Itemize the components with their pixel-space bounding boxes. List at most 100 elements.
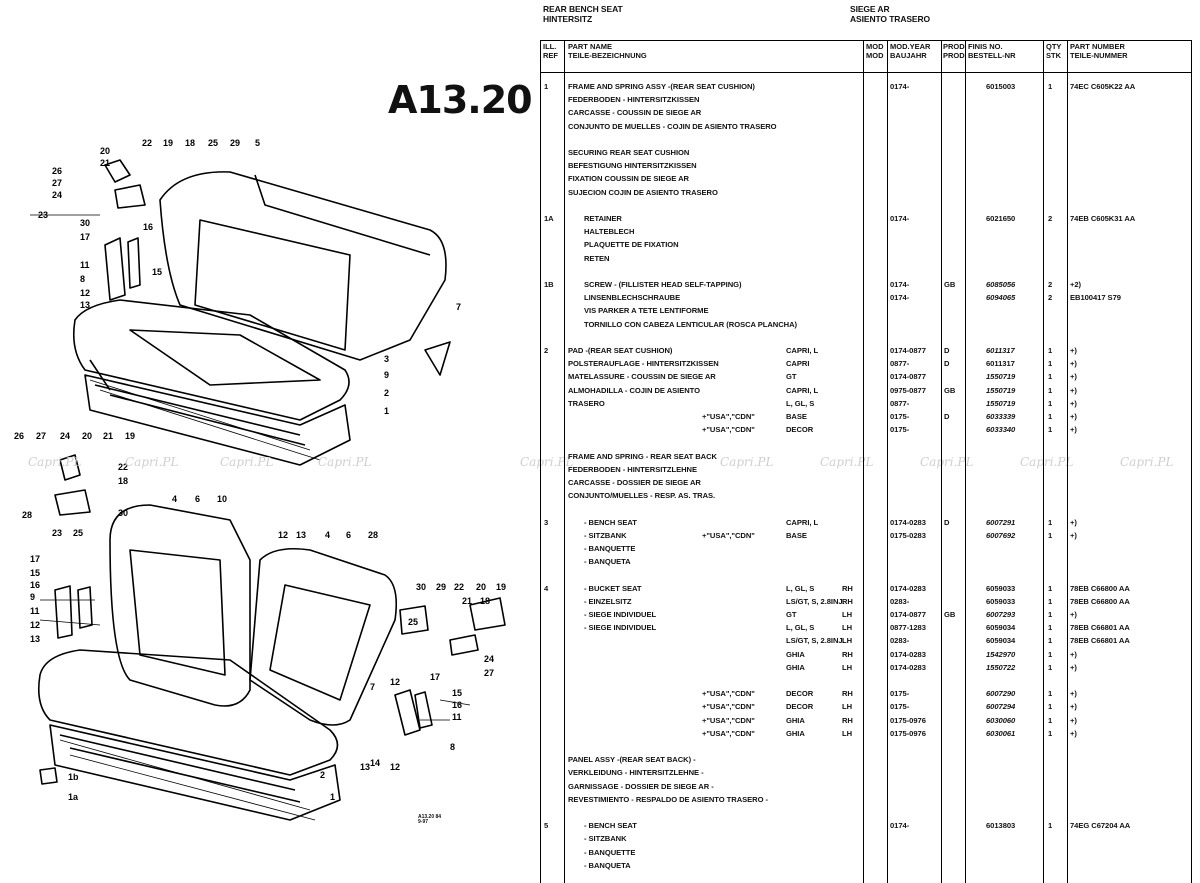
row-finis-no: 6013803 bbox=[986, 821, 1016, 831]
row-finis-no: 1550719 bbox=[986, 398, 1016, 408]
diagram-note-line: 9-97 bbox=[418, 819, 429, 825]
row-mod-year: 0283- bbox=[890, 596, 910, 606]
col-label: TEILE-BEZEICHNUNG bbox=[568, 51, 647, 60]
row-model: CAPRI, L bbox=[786, 346, 819, 355]
row-side: LH bbox=[842, 623, 853, 633]
row-side: LH bbox=[842, 728, 853, 738]
row-ref: 1 bbox=[544, 82, 549, 91]
row-part-name: GARNISSAGE - DOSSIER DE SIEGE AR - bbox=[568, 781, 714, 791]
svg-text:19: 19 bbox=[163, 138, 173, 148]
svg-text:8: 8 bbox=[80, 274, 85, 284]
row-mod-year: 0174-0283 bbox=[890, 649, 926, 659]
row-part-number: +) bbox=[1070, 385, 1077, 395]
row-qty: 1 bbox=[1048, 662, 1053, 672]
row-side: LH bbox=[842, 610, 853, 619]
svg-text:20: 20 bbox=[100, 146, 110, 156]
row-qty: 1 bbox=[1048, 596, 1053, 606]
row-model: BASE bbox=[786, 412, 807, 421]
svg-text:29: 29 bbox=[230, 138, 240, 148]
row-mod-year: 0175-0283 bbox=[890, 530, 926, 540]
row-part-name: FEDERBODEN - HINTERSITZLEHNE bbox=[568, 464, 697, 474]
row-part-number: 78EB C66800 AA bbox=[1070, 583, 1130, 593]
svg-text:28: 28 bbox=[22, 510, 32, 520]
row-qty: 1 bbox=[1048, 346, 1053, 355]
svg-text:16: 16 bbox=[30, 580, 40, 590]
svg-text:30: 30 bbox=[80, 218, 90, 228]
col-finis-no: FINIS NO.BESTELL-NR bbox=[968, 42, 1016, 60]
row-mod-year: 0174-0877 bbox=[890, 346, 926, 355]
row-side: RH bbox=[842, 689, 853, 699]
row-part-number: +) bbox=[1070, 398, 1077, 408]
row-prod: D bbox=[944, 517, 950, 527]
row-part-number: +) bbox=[1070, 425, 1077, 435]
row-model: LS/GT, S, 2.8INJ. bbox=[786, 636, 845, 646]
svg-text:27: 27 bbox=[52, 178, 62, 188]
row-part-number: +) bbox=[1070, 689, 1077, 699]
row-mod-year: 0175-0976 bbox=[890, 728, 926, 738]
row-finis-no: 6033340 bbox=[986, 425, 1016, 435]
svg-text:13: 13 bbox=[360, 762, 370, 772]
row-qty: 1 bbox=[1048, 425, 1053, 435]
svg-text:26: 26 bbox=[52, 166, 62, 176]
svg-text:12: 12 bbox=[80, 288, 90, 298]
row-finis-no: 6021650 bbox=[986, 214, 1016, 223]
svg-text:9: 9 bbox=[30, 592, 35, 602]
row-part-name: MATELASSURE - COUSSIN DE SIEGE AR bbox=[568, 372, 716, 382]
svg-text:17: 17 bbox=[80, 232, 90, 242]
svg-text:24: 24 bbox=[484, 654, 494, 664]
diagram-note-line: A13.20 84 bbox=[418, 814, 442, 820]
svg-text:21: 21 bbox=[462, 596, 472, 606]
svg-text:25: 25 bbox=[408, 617, 418, 627]
svg-text:25: 25 bbox=[73, 528, 83, 538]
row-finis-no: 6007294 bbox=[986, 702, 1016, 712]
row-note: +"USA","CDN" bbox=[702, 715, 755, 725]
row-part-name: PANEL ASSY -(REAR SEAT BACK) - bbox=[568, 755, 696, 765]
row-mod-year: 0174- bbox=[890, 821, 910, 831]
row-part-name: HALTEBLECH bbox=[584, 227, 635, 237]
row-part-name: - SIEGE INDIVIDUEL bbox=[584, 610, 657, 619]
svg-text:13: 13 bbox=[296, 530, 306, 540]
row-mod-year: 0174-0283 bbox=[890, 583, 926, 593]
watermark: Capri.PL bbox=[125, 455, 179, 469]
row-note: +"USA","CDN" bbox=[702, 728, 755, 738]
row-qty: 1 bbox=[1048, 623, 1053, 633]
row-mod-year: 0877- bbox=[890, 359, 910, 369]
row-part-number: +) bbox=[1070, 517, 1077, 527]
watermark: Capri.PL bbox=[1020, 455, 1074, 469]
svg-text:19: 19 bbox=[496, 582, 506, 592]
row-finis-no: 6011317 bbox=[986, 359, 1015, 369]
row-qty: 1 bbox=[1048, 702, 1053, 712]
row-finis-no: 6030061 bbox=[986, 728, 1016, 738]
row-model: GHIA bbox=[786, 728, 805, 738]
svg-text:30: 30 bbox=[118, 508, 128, 518]
svg-text:3: 3 bbox=[384, 354, 389, 364]
col-label: QTY bbox=[1046, 42, 1062, 51]
svg-text:7: 7 bbox=[370, 682, 375, 692]
row-mod-year: 0283- bbox=[890, 636, 910, 646]
row-mod-year: 0174- bbox=[890, 280, 910, 289]
row-part-number: 78EB C66800 AA bbox=[1070, 596, 1130, 606]
row-part-number: +2) bbox=[1070, 280, 1082, 289]
svg-text:17: 17 bbox=[430, 672, 440, 682]
row-finis-no: 6030060 bbox=[986, 715, 1016, 725]
svg-text:22: 22 bbox=[142, 138, 152, 148]
row-model: DECOR bbox=[786, 425, 814, 435]
svg-text:30: 30 bbox=[416, 582, 426, 592]
row-part-name: - BENCH SEAT bbox=[584, 821, 637, 831]
row-part-number: +) bbox=[1070, 662, 1077, 672]
svg-text:12: 12 bbox=[390, 762, 400, 772]
svg-text:22: 22 bbox=[454, 582, 464, 592]
svg-text:4: 4 bbox=[325, 530, 330, 540]
row-part-name: FRAME AND SPRING - REAR SEAT BACK bbox=[568, 451, 717, 461]
row-finis-no: 6007290 bbox=[986, 689, 1016, 699]
row-part-name: FRAME AND SPRING ASSY -(REAR SEAT CUSHIO… bbox=[568, 82, 755, 91]
row-side: RH bbox=[842, 715, 853, 725]
diagram-note: A13.20 84 9-97 bbox=[418, 815, 441, 825]
row-model: CAPRI bbox=[786, 359, 810, 369]
row-mod-year: 0175- bbox=[890, 425, 910, 435]
